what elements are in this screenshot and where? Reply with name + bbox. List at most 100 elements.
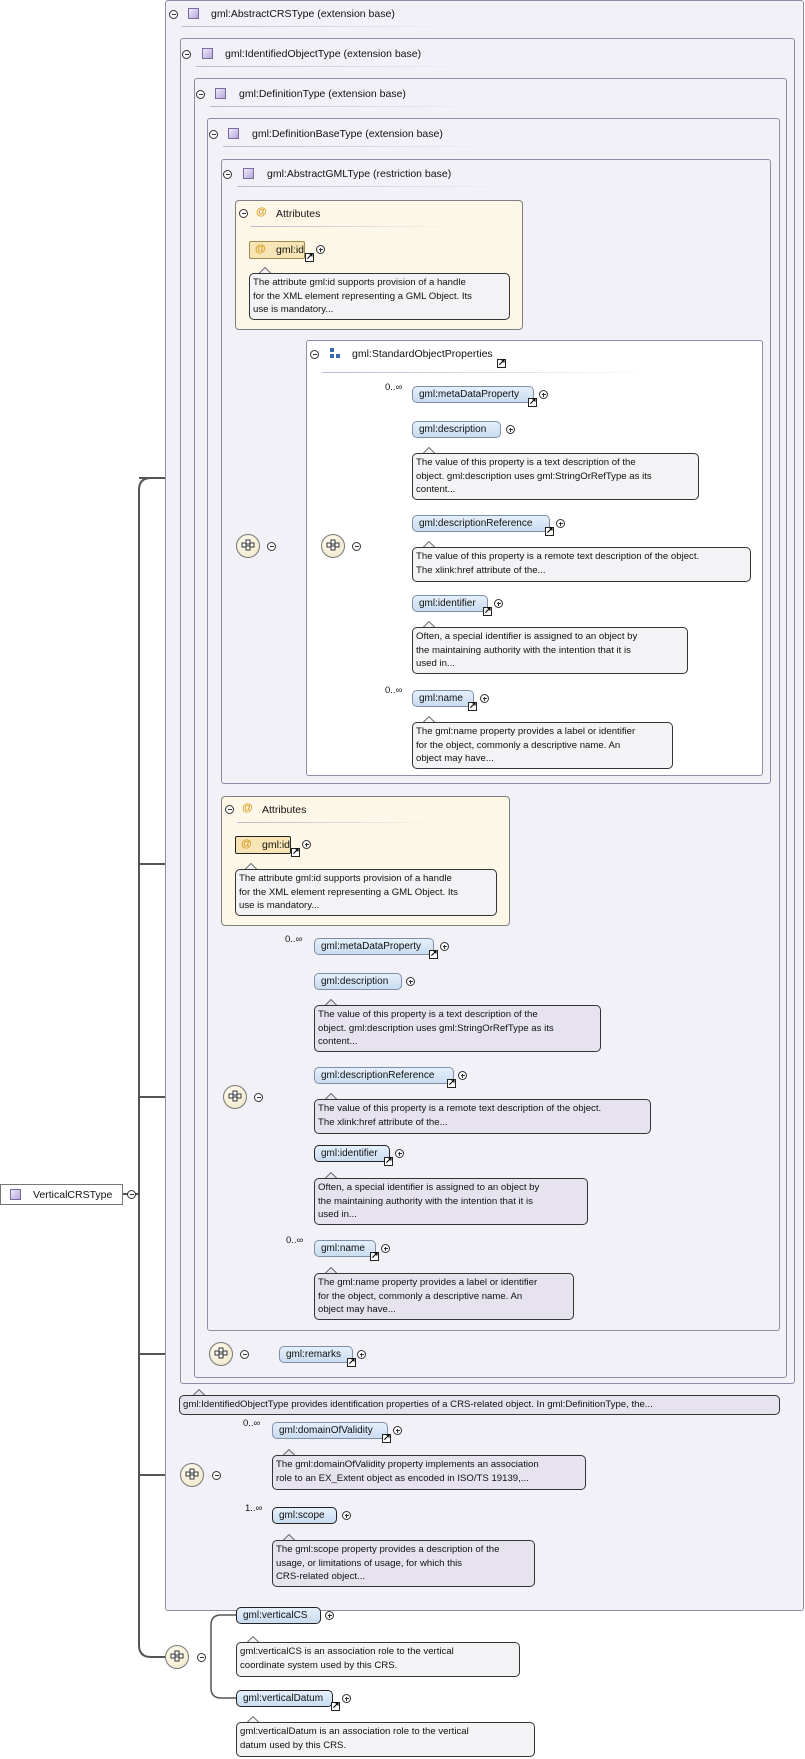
link-arrow-icon[interactable] (497, 357, 506, 368)
collapse-toggle[interactable] (223, 170, 232, 179)
element-description-reference[interactable]: gml:descriptionReference (314, 1067, 454, 1084)
standard-object-properties-title: gml:StandardObjectProperties (352, 348, 493, 360)
expand-icon[interactable] (381, 1244, 390, 1253)
link-arrow-icon[interactable] (331, 1700, 340, 1711)
element-description[interactable]: gml:description (314, 973, 402, 990)
title-separator (182, 26, 452, 27)
gml-id-attribute[interactable]: @ gml:id (235, 836, 291, 854)
link-arrow-icon[interactable] (370, 1250, 379, 1261)
title-separator (196, 66, 466, 67)
sequence-compositor[interactable] (209, 1342, 233, 1366)
abstract-crs-type-title: gml:AbstractCRSType (extension base) (211, 8, 395, 20)
element-scope[interactable]: gml:scope (272, 1507, 337, 1524)
doc-pointer (247, 1636, 259, 1642)
root-type-box[interactable]: VerticalCRSType (0, 1184, 123, 1205)
expand-icon[interactable] (342, 1511, 351, 1520)
sequence-icon (228, 1090, 242, 1102)
description-reference-documentation: The value of this property is a remote t… (412, 547, 751, 582)
collapse-toggle[interactable] (212, 1471, 221, 1480)
attribute-icon: @ (242, 802, 253, 814)
element-metadata-property[interactable]: gml:metaDataProperty (314, 938, 434, 955)
title-separator (237, 822, 437, 823)
element-vertical-cs[interactable]: gml:verticalCS (236, 1607, 321, 1624)
link-arrow-icon[interactable] (382, 1432, 391, 1443)
element-vertical-datum[interactable]: gml:verticalDatum (236, 1690, 333, 1707)
attribute-icon: @ (241, 838, 252, 850)
expand-icon[interactable] (316, 245, 325, 254)
element-domain-of-validity[interactable]: gml:domainOfValidity (272, 1422, 388, 1439)
attribute-icon: @ (255, 243, 266, 255)
description-reference-documentation: The value of this property is a remote t… (314, 1099, 651, 1134)
expand-icon[interactable] (539, 390, 548, 399)
link-arrow-icon[interactable] (291, 846, 300, 857)
doc-pointer (283, 1449, 295, 1455)
attribute-icon: @ (256, 206, 267, 218)
multiplicity-label: 0..∞ (286, 1235, 304, 1246)
expand-icon[interactable] (480, 694, 489, 703)
sequence-compositor[interactable] (236, 534, 260, 558)
doc-pointer (247, 1716, 259, 1722)
collapse-toggle[interactable] (169, 10, 178, 19)
expand-icon[interactable] (325, 1611, 334, 1620)
element-identifier[interactable]: gml:identifier (314, 1145, 390, 1162)
link-arrow-icon[interactable] (429, 948, 438, 959)
element-name[interactable]: gml:name (412, 690, 474, 707)
collapse-toggle[interactable] (209, 130, 218, 139)
collapse-toggle[interactable] (197, 1653, 206, 1662)
link-arrow-icon[interactable] (468, 700, 477, 711)
link-arrow-icon[interactable] (384, 1155, 393, 1166)
complex-type-icon (202, 48, 213, 59)
element-description-reference[interactable]: gml:descriptionReference (412, 515, 550, 532)
link-arrow-icon[interactable] (528, 396, 537, 407)
doc-pointer (423, 621, 435, 627)
expand-icon[interactable] (506, 425, 515, 434)
collapse-toggle[interactable] (254, 1093, 263, 1102)
element-description[interactable]: gml:description (412, 421, 501, 438)
collapse-toggle[interactable] (240, 1350, 249, 1359)
link-arrow-icon[interactable] (545, 525, 554, 536)
element-name[interactable]: gml:name (314, 1240, 376, 1257)
expand-icon[interactable] (440, 942, 449, 951)
link-arrow-icon[interactable] (305, 251, 314, 262)
expand-icon[interactable] (458, 1071, 467, 1080)
scope-documentation: The gml:scope property provides a descri… (272, 1540, 535, 1587)
identified-object-type-title: gml:IdentifiedObjectType (extension base… (225, 48, 422, 60)
sequence-icon (185, 1468, 199, 1480)
expand-icon[interactable] (556, 519, 565, 528)
collapse-toggle[interactable] (182, 50, 191, 59)
element-identifier[interactable]: gml:identifier (412, 595, 488, 612)
link-arrow-icon[interactable] (347, 1356, 356, 1367)
collapse-toggle[interactable] (310, 350, 319, 359)
expand-icon[interactable] (395, 1149, 404, 1158)
collapse-toggle[interactable] (196, 90, 205, 99)
collapse-toggle[interactable] (352, 542, 361, 551)
expand-icon[interactable] (406, 977, 415, 986)
sequence-compositor[interactable] (223, 1085, 247, 1109)
sequence-compositor[interactable] (321, 534, 345, 558)
collapse-toggle[interactable] (225, 805, 234, 814)
element-remarks[interactable]: gml:remarks (279, 1346, 353, 1363)
doc-pointer (423, 447, 435, 453)
sequence-compositor[interactable] (180, 1463, 204, 1487)
name-documentation: The gml:name property provides a label o… (412, 722, 673, 769)
domain-of-validity-documentation: The gml:domainOfValidity property implem… (272, 1455, 586, 1490)
collapse-toggle[interactable] (239, 209, 248, 218)
doc-pointer (325, 1093, 337, 1099)
collapse-toggle[interactable] (127, 1190, 136, 1199)
expand-icon[interactable] (494, 599, 503, 608)
element-metadata-property[interactable]: gml:metaDataProperty (412, 386, 534, 403)
abstract-gml-type-title: gml:AbstractGMLType (restriction base) (267, 168, 452, 180)
collapse-toggle[interactable] (267, 542, 276, 551)
link-arrow-icon[interactable] (483, 605, 492, 616)
attributes-title: Attributes (262, 804, 307, 816)
sequence-compositor[interactable] (165, 1645, 189, 1669)
expand-icon[interactable] (357, 1350, 366, 1359)
expand-icon[interactable] (393, 1426, 402, 1435)
title-separator (210, 106, 480, 107)
title-separator (322, 372, 652, 373)
complex-type-icon (215, 88, 226, 99)
expand-icon[interactable] (342, 1694, 351, 1703)
link-arrow-icon[interactable] (447, 1077, 456, 1088)
gml-id-attribute[interactable]: @ gml:id (249, 241, 305, 259)
expand-icon[interactable] (302, 840, 311, 849)
